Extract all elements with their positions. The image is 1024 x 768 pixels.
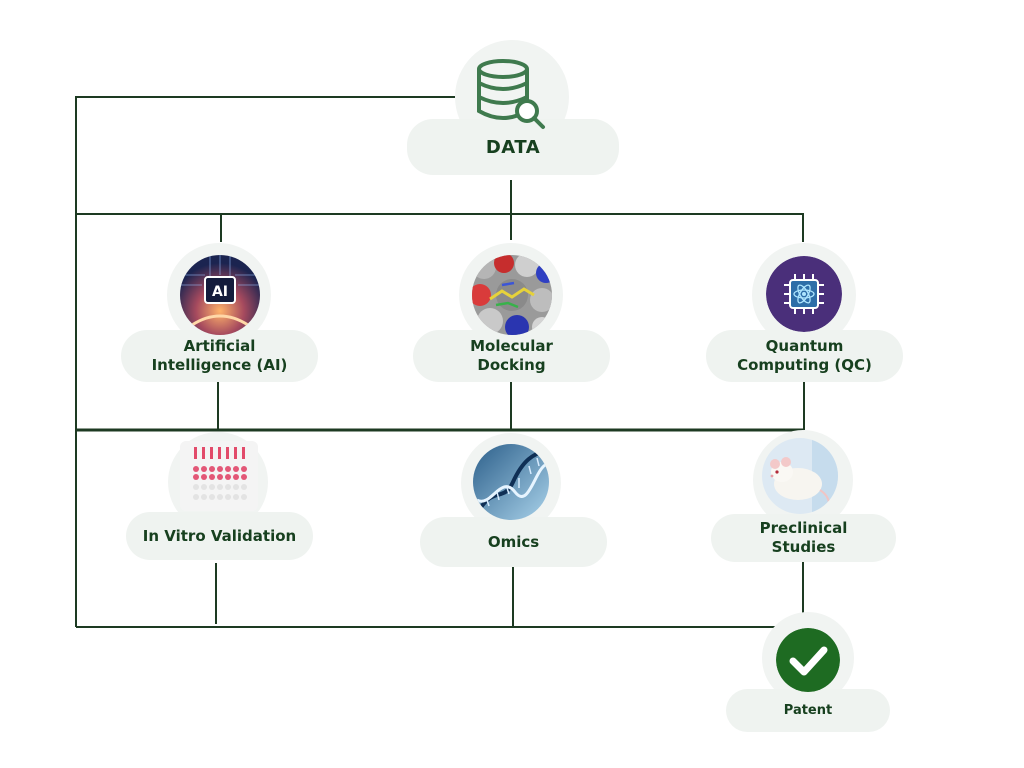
- quantum-pill: Quantum Computing (QC): [706, 330, 903, 382]
- docking-pill: Molecular Docking: [413, 330, 610, 382]
- patent-pill: Patent: [726, 689, 890, 732]
- dna-helix-image: [473, 444, 549, 520]
- checkmark-icon: [776, 628, 840, 692]
- molecular-surface-image: [472, 255, 552, 335]
- database-search-icon: [470, 55, 550, 135]
- connector-left-outer: [75, 96, 455, 627]
- quantum-label: Quantum Computing (QC): [737, 337, 872, 374]
- lab-mouse-image: [762, 438, 838, 514]
- docking-label: Molecular Docking: [470, 337, 553, 374]
- well-plate-image: [180, 441, 258, 511]
- ai-pill: Artificial Intelligence (AI): [121, 330, 318, 382]
- quantum-chip-icon: [766, 256, 842, 332]
- invitro-pill: In Vitro Validation: [126, 512, 313, 560]
- patent-label: Patent: [783, 703, 833, 718]
- invitro-label: In Vitro Validation: [142, 526, 297, 545]
- ai-label: Artificial Intelligence (AI): [151, 337, 288, 374]
- preclinical-pill: Preclinical Studies: [711, 514, 896, 562]
- ai-chip-text: AI: [212, 284, 228, 300]
- connector-tier1-bus: [76, 213, 804, 242]
- omics-label: Omics: [487, 532, 540, 551]
- preclinical-label: Preclinical Studies: [759, 519, 848, 556]
- ai-chip-image: AI: [180, 255, 260, 335]
- data-label: DATA: [485, 136, 541, 158]
- data-pill: DATA: [407, 119, 619, 175]
- omics-pill: Omics: [420, 517, 607, 567]
